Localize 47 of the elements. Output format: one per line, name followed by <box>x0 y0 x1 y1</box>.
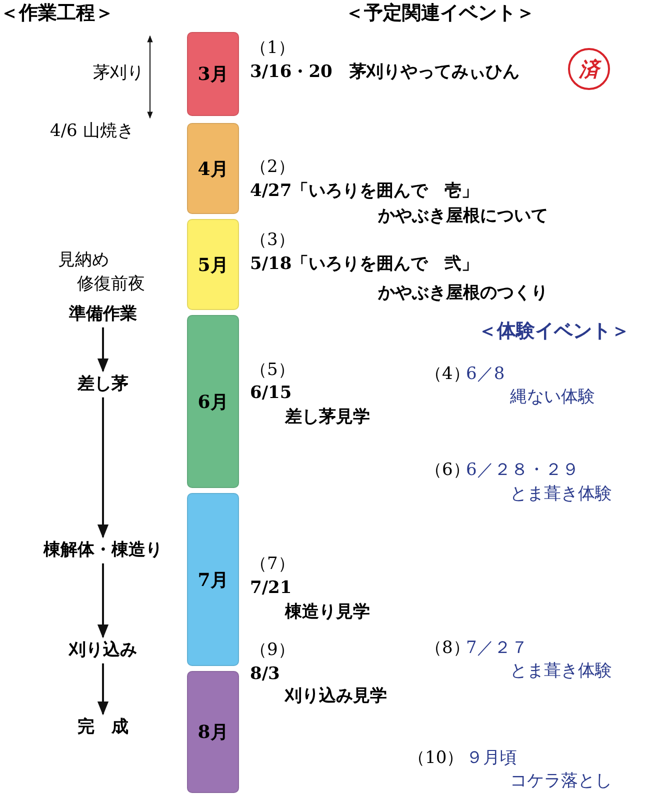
event-text: 7/21 <box>250 578 292 598</box>
event-text: かやぶき屋根について <box>378 206 548 226</box>
month-bar: 8月 <box>187 671 239 793</box>
arrow <box>97 663 109 716</box>
note-text: （1） <box>250 38 295 58</box>
event-text: 7／２７ <box>466 638 528 658</box>
event-text: 4/27「いろりを囲んで 壱」 <box>250 181 479 202</box>
note-text: 修復前夜 <box>77 274 145 294</box>
process-step: 準備作業 <box>69 304 137 324</box>
stamp: 済 <box>568 48 610 90</box>
arrow <box>97 397 109 538</box>
event-text: 6/15 <box>250 383 292 404</box>
event-text: 3/16・20 茅刈りやってみぃひん <box>250 62 520 82</box>
event-text: 8/3 <box>250 664 280 684</box>
event-text: ９月頃 <box>466 748 517 768</box>
event-text: 刈り込み見学 <box>285 686 387 706</box>
month-bar: 3月 <box>187 32 239 116</box>
note-text: 見納め <box>58 250 109 270</box>
month-bar: 4月 <box>187 123 239 214</box>
note-text: （9） <box>250 640 295 660</box>
process-step: 完 成 <box>78 717 128 738</box>
event-text: コケラ落とし <box>510 771 612 792</box>
process-step: 刈り込み <box>69 640 137 660</box>
note-text: （2） <box>250 157 295 178</box>
event-text: 差し茅見学 <box>285 407 370 428</box>
event-text: 棟造り見学 <box>285 602 370 622</box>
month-bar: 7月 <box>187 493 239 666</box>
month-bar: 5月 <box>187 219 239 310</box>
note-text: （7） <box>250 554 295 574</box>
process-step: 差し茅 <box>78 374 128 394</box>
event-text: 縄ない体験 <box>510 387 595 408</box>
month-bar: 6月 <box>187 315 239 488</box>
note-text: （10） <box>408 748 464 768</box>
event-text: かやぶき屋根のつくり <box>378 283 548 304</box>
process-step: 棟解体・棟造り <box>44 540 162 560</box>
section-heading: ＜作業工程＞ <box>0 2 114 25</box>
note-text: （3） <box>250 230 295 250</box>
event-text: とま葺き体験 <box>510 484 612 504</box>
event-text: とま葺き体験 <box>510 661 612 682</box>
section-heading: ＜体験イベント＞ <box>478 320 630 343</box>
note-text: 茅刈り <box>93 63 144 84</box>
note-text: 4/6 山焼き <box>50 121 134 142</box>
arrow <box>97 327 109 372</box>
event-text: 5/18「いろりを囲んで 弐」 <box>250 254 479 274</box>
arrow <box>97 563 109 638</box>
note-text: （5） <box>250 360 295 380</box>
section-heading: ＜予定関連イベント＞ <box>345 2 535 25</box>
